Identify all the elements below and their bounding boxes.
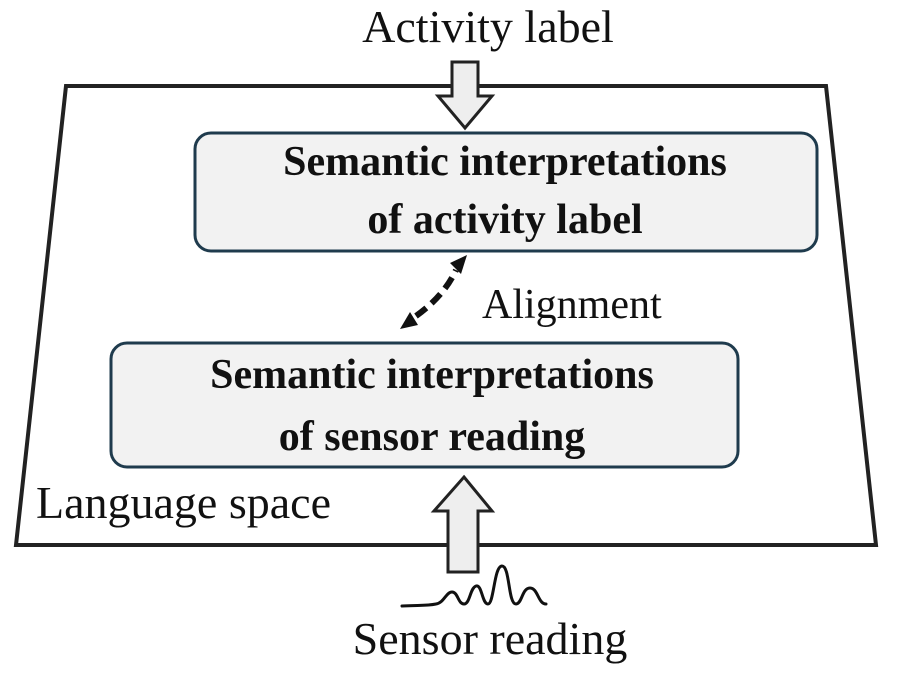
sensor-box-line1: Semantic interpretations <box>210 352 654 398</box>
activity-label-text: Activity label <box>362 1 614 52</box>
alignment-text: Alignment <box>482 282 662 328</box>
sensor-signal-icon <box>400 564 548 608</box>
down-arrow-icon <box>434 60 496 131</box>
sensor-semantic-box <box>109 341 740 469</box>
alignment-arrowhead-down-icon <box>400 312 418 329</box>
sensor-reading-text: Sensor reading <box>353 613 628 664</box>
activity-semantic-box <box>193 131 819 253</box>
alignment-arrow-line <box>414 268 459 319</box>
up-arrow-icon <box>430 474 496 574</box>
sensor-box-line2: of sensor reading <box>279 414 585 460</box>
activity-box-line1: Semantic interpretations <box>283 139 727 185</box>
activity-box-line2: of activity label <box>367 197 642 243</box>
language-space-text: Language space <box>36 477 331 528</box>
alignment-arrowhead-up-icon <box>450 255 467 274</box>
